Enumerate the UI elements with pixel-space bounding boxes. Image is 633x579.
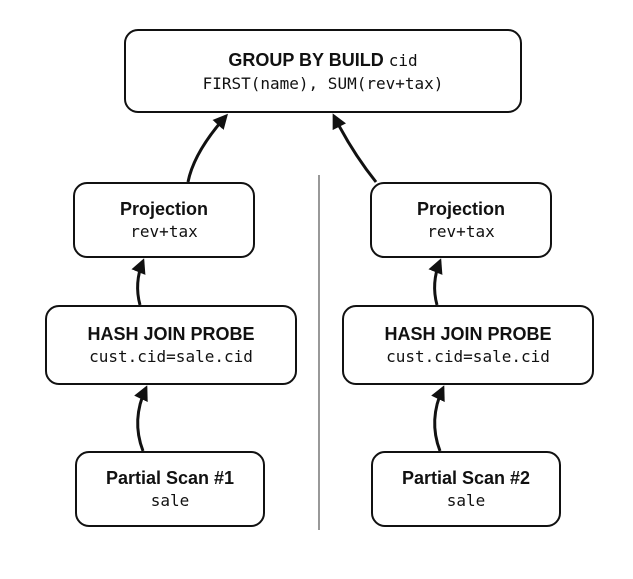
- scan-table-1: sale: [150, 491, 190, 510]
- projection-expr-1: rev+tax: [130, 222, 198, 241]
- group-by-key: cid: [388, 50, 418, 70]
- hash-join-title-2: HASH JOIN PROBE: [384, 324, 552, 344]
- projection-title-2: Projection: [416, 199, 505, 219]
- scan-title-2: Partial Scan #2: [401, 468, 531, 488]
- edge-scan-1-to-join-1: [134, 385, 148, 452]
- hash-join-condition-2: cust.cid=sale.cid: [386, 347, 550, 366]
- group-by-title: GROUP BY BUILD: [228, 49, 384, 70]
- group-by-aggregates: FIRST(name), SUM(rev+tax): [202, 73, 444, 93]
- hash-join-probe-node-2: HASH JOIN PROBE cust.cid=sale.cid: [342, 305, 594, 385]
- hash-join-condition-1: cust.cid=sale.cid: [89, 347, 253, 366]
- group-by-build-node: GROUP BY BUILD cid FIRST(name), SUM(rev+…: [124, 29, 522, 113]
- edge-projection-1-to-group: [186, 113, 228, 183]
- projection-node-1: Projection rev+tax: [73, 182, 255, 258]
- edge-join-1-to-projection-1: [131, 258, 146, 306]
- edge-join-2-to-projection-2: [428, 258, 443, 306]
- edge-scan-2-to-join-2: [431, 385, 445, 452]
- partial-scan-node-2: Partial Scan #2 sale: [371, 451, 561, 527]
- hash-join-title-1: HASH JOIN PROBE: [87, 324, 255, 344]
- projection-expr-2: rev+tax: [427, 222, 495, 241]
- edge-projection-2-to-group: [332, 113, 378, 183]
- group-by-title-line: GROUP BY BUILD cid: [228, 48, 417, 73]
- scan-title-1: Partial Scan #1: [105, 468, 235, 488]
- partial-scan-node-1: Partial Scan #1 sale: [75, 451, 265, 527]
- projection-node-2: Projection rev+tax: [370, 182, 552, 258]
- scan-table-2: sale: [446, 491, 486, 510]
- hash-join-probe-node-1: HASH JOIN PROBE cust.cid=sale.cid: [45, 305, 297, 385]
- projection-title-1: Projection: [119, 199, 208, 219]
